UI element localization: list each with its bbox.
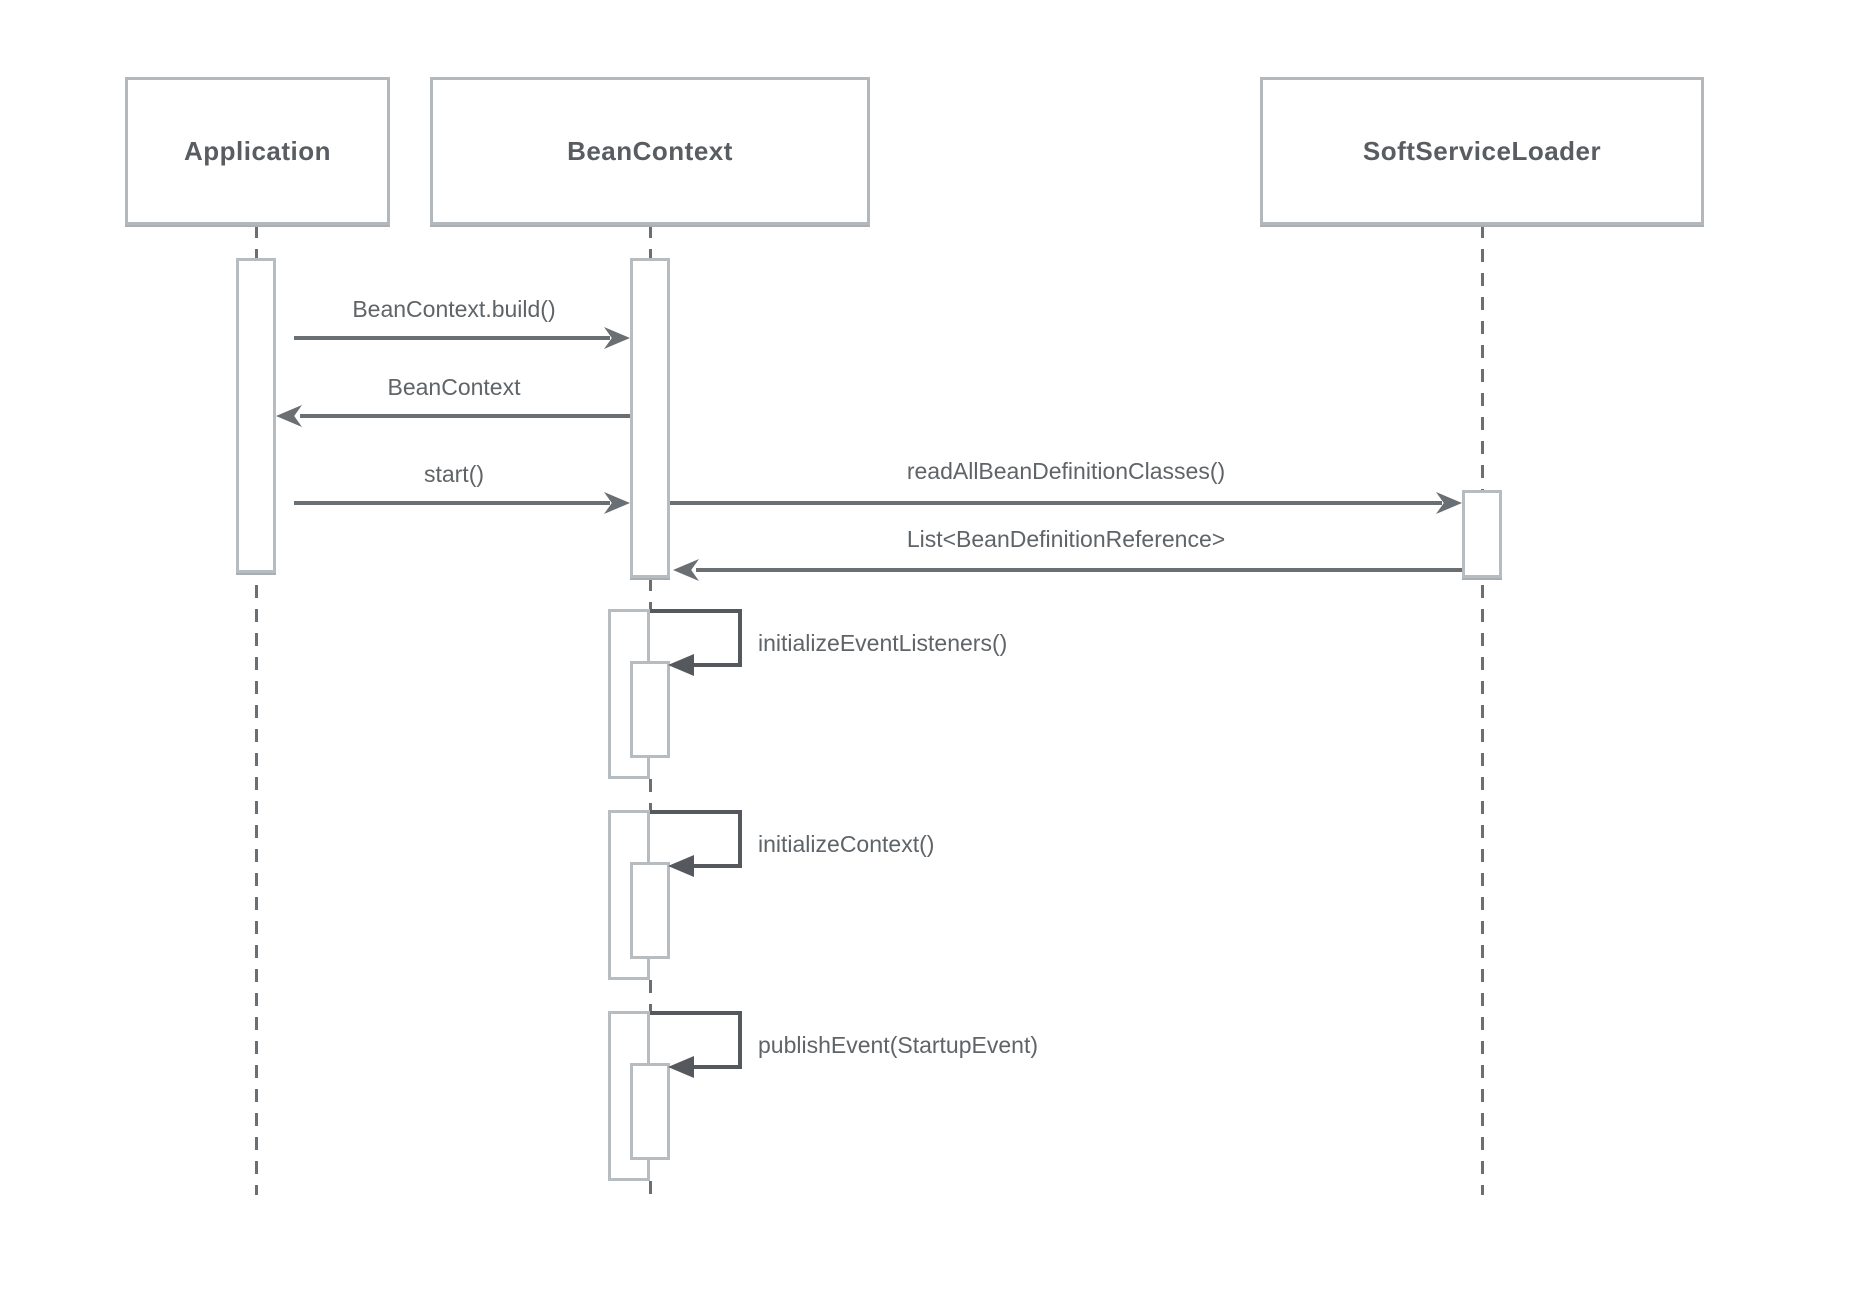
participant-application: Application <box>125 77 390 225</box>
participant-softserviceloader: SoftServiceLoader <box>1260 77 1704 225</box>
self-message-label: publishEvent(StartupEvent) <box>758 1032 1038 1058</box>
message-line <box>300 414 630 418</box>
self-call-loop-line <box>650 609 742 613</box>
participant-softserviceloader-name: SoftServiceLoader <box>1362 135 1602 166</box>
self-call-nested-activation <box>630 862 670 959</box>
lifeline-softserviceloader <box>1480 225 1484 1195</box>
self-call-loop-line <box>738 810 742 868</box>
self-message-label: initializeEventListeners() <box>758 630 1008 656</box>
participant-beancontext: BeanContext <box>430 77 870 225</box>
activation-bar-softserviceloader <box>1462 490 1502 578</box>
self-call-nested-activation <box>630 661 670 758</box>
arrowhead-left-icon <box>668 855 694 877</box>
participant-application-name: Application <box>183 135 332 166</box>
activation-bar-application <box>236 258 276 573</box>
lifeline-application <box>254 225 258 1195</box>
lifeline-beancontext-segment <box>648 1181 652 1195</box>
activation-bar-beancontext <box>630 258 670 578</box>
arrowhead-left-icon <box>668 1056 694 1078</box>
participant-beancontext-name: BeanContext <box>567 135 733 166</box>
message-line <box>696 568 1462 572</box>
message-line <box>670 501 1442 505</box>
message-label: List<BeanDefinitionReference> <box>906 526 1226 552</box>
lifeline-beancontext-segment <box>648 779 652 810</box>
lifeline-beancontext-segment <box>648 980 652 1011</box>
self-call-loop-line <box>692 864 742 868</box>
self-call-nested-activation <box>630 1063 670 1160</box>
lifeline-beancontext-segment <box>648 225 652 258</box>
message-label: BeanContext.build() <box>352 296 556 322</box>
message-label: readAllBeanDefinitionClasses() <box>906 458 1226 484</box>
message-line <box>294 501 610 505</box>
self-call-loop-line <box>738 609 742 667</box>
arrowhead-left-icon <box>276 405 302 427</box>
message-line <box>294 336 610 340</box>
self-call-loop-line <box>692 1065 742 1069</box>
lifeline-beancontext-segment <box>648 578 652 609</box>
arrowhead-left-icon <box>668 654 694 676</box>
self-call-loop-line <box>692 663 742 667</box>
self-message-label: initializeContext() <box>758 831 935 857</box>
message-label: start() <box>423 461 485 487</box>
message-label: BeanContext <box>387 374 521 400</box>
self-call-loop-line <box>650 810 742 814</box>
self-call-loop-line <box>738 1011 742 1069</box>
self-call-loop-line <box>650 1011 742 1015</box>
